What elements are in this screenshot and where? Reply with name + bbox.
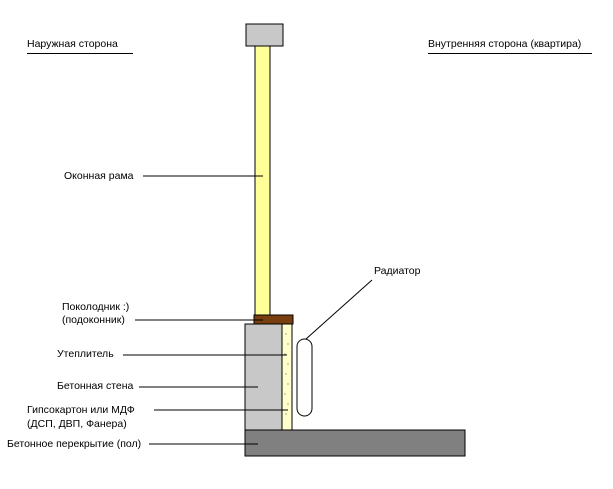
leader-radiator: [305, 279, 373, 340]
leader-lines: [123, 175, 373, 445]
concrete-wall-label: Бетонная стена: [57, 380, 134, 392]
floor-slab-label: Бетонное перекрытие (пол): [7, 438, 142, 450]
sill-label-line1: Поколодник :): [62, 301, 130, 313]
radiator-label: Радиатор: [374, 265, 421, 277]
radiator: [296, 338, 313, 417]
sill-label-line2: (подоконник): [62, 314, 125, 326]
window-frame: [254, 45, 271, 317]
concrete-wall: [244, 323, 283, 431]
floor-slab: [244, 429, 466, 457]
insulation-dots: [284, 333, 289, 415]
frame-top-cap: [245, 23, 284, 47]
inner-side-label: Внутренняя сторона (квартира): [428, 38, 592, 54]
insulation-label: Утеплитель: [57, 348, 114, 360]
window-frame-label: Оконная рама: [64, 170, 134, 182]
drywall-label-line1: Гипсокартон или МДФ: [27, 404, 135, 416]
drywall-label-line2: (ДСП, ДВП, Фанера): [27, 418, 127, 430]
outer-side-label: Наружная сторона: [27, 38, 133, 54]
insulation-layer: [281, 323, 293, 431]
